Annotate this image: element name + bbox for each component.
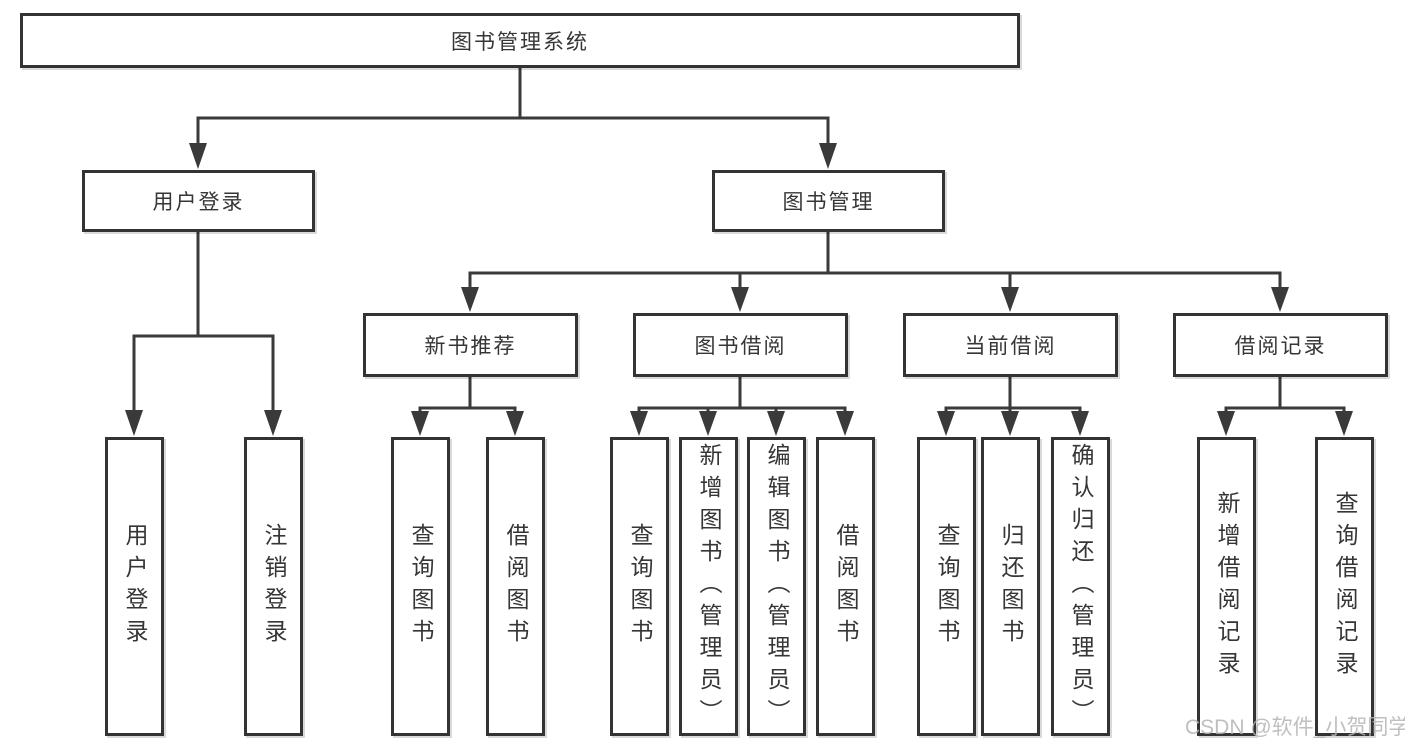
arrowhead-leaf [836,411,854,436]
leaf-node-borrow-books-2: 借阅图书 [816,437,875,736]
leaf-node-query-books-1: 查询图书 [391,437,450,736]
connector-records-arm [1224,406,1346,414]
arrowhead-borrow-records [1271,287,1289,312]
connector-level3-arm [468,271,1282,290]
category-node-current-borrow: 当前借阅 [903,313,1118,377]
leaf-node-edit-books-admin: 编辑图书（管理员） [747,437,806,736]
root-node: 图书管理系统 [20,13,1020,68]
category-node-borrow-records: 借阅记录 [1173,313,1388,377]
branch-node-user-login: 用户登录 [82,170,315,232]
arrowhead-leaf [699,411,717,436]
arrowhead-leaf [506,411,524,436]
arrowhead-leaf [1217,411,1235,436]
leaf-node-query-books-2: 查询图书 [610,437,669,736]
arrowhead-book-management [819,143,837,169]
leaf-node-query-books-3: 查询图书 [917,437,976,736]
arrowhead-leaf [937,411,955,436]
connector-level1-arm [196,116,830,147]
arrowhead-leaf-logout [264,410,282,436]
leaf-node-confirm-return-admin: 确认归还（管理员） [1051,437,1110,736]
arrowhead-user-login [189,143,207,169]
arrowhead-leaf [767,411,785,436]
category-node-new-books: 新书推荐 [363,313,578,377]
arrowhead-leaf-login [125,410,143,436]
arrowhead-leaf [630,411,648,436]
connector-bookborrow-arm [637,406,847,414]
arrowhead-new-books [461,287,479,312]
leaf-node-borrow-books-1: 借阅图书 [486,437,545,736]
arrowhead-current-borrow [1001,287,1019,312]
leaf-node-return-books: 归还图书 [981,437,1040,736]
branch-node-book-management: 图书管理 [712,170,945,232]
watermark: CSDN @软件_小贺同学 [1185,716,1405,739]
leaf-node-user-login: 用户登录 [105,437,164,736]
connector-newbooks-arm [418,406,517,414]
arrowhead-leaf [1001,411,1019,436]
arrowhead-leaf [411,411,429,436]
leaf-node-logout: 注销登录 [244,437,303,736]
leaf-node-query-borrow-record: 查询借阅记录 [1315,437,1374,736]
leaf-node-add-borrow-record: 新增借阅记录 [1197,437,1256,736]
leaf-node-add-books-admin: 新增图书（管理员） [679,437,738,736]
arrowhead-leaf [1071,411,1089,436]
arrowhead-book-borrow [731,287,749,312]
arrowhead-leaf [1335,411,1353,436]
category-node-book-borrow: 图书借阅 [633,313,848,377]
connector-user-arm [132,334,275,413]
